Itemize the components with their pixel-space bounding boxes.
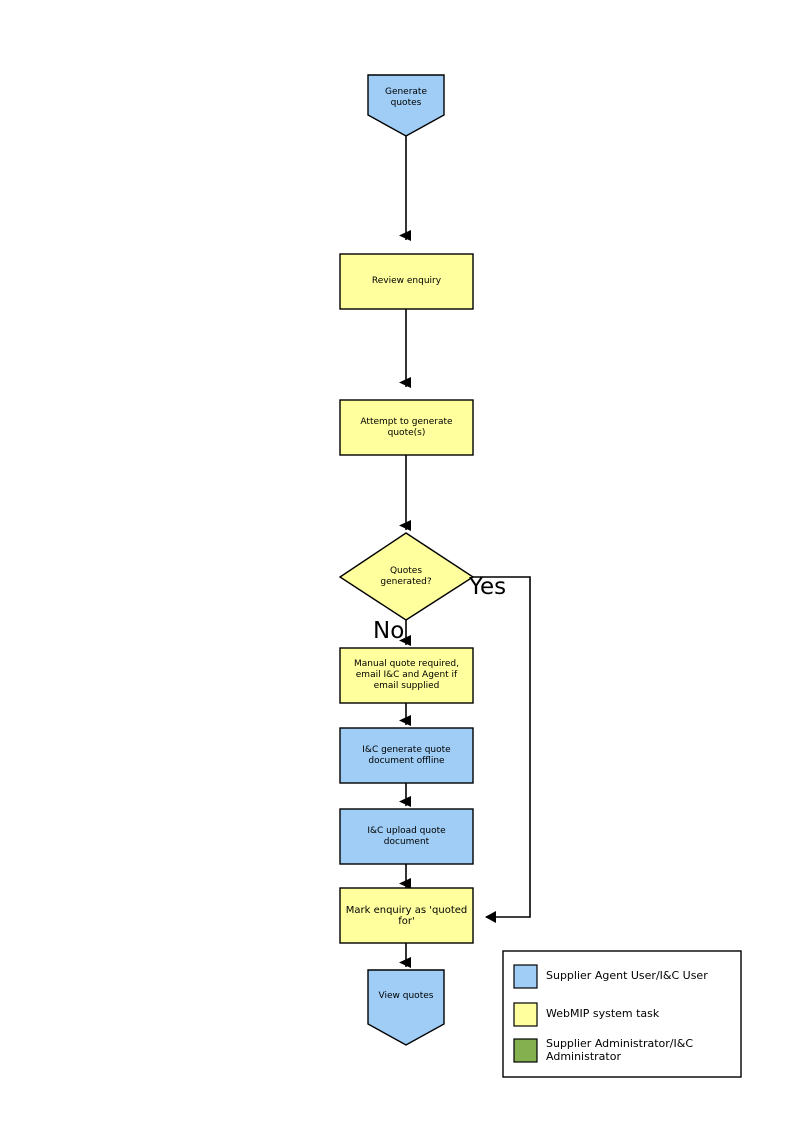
node-ic-generate-quote-offline[interactable] <box>339 727 474 784</box>
node-ic-upload-quote-document[interactable] <box>339 808 474 865</box>
legend-label-admin: Supplier Administrator/I&C Administrator <box>546 1037 694 1063</box>
node-manual-quote-required[interactable] <box>339 647 474 704</box>
legend-swatch-system <box>513 1002 538 1027</box>
legend-box <box>502 950 742 1078</box>
node-view-quotes[interactable] <box>367 969 445 1046</box>
legend-swatch-user <box>513 964 538 989</box>
node-attempt-generate-quotes[interactable] <box>339 399 474 456</box>
node-generate-quotes[interactable] <box>367 74 445 137</box>
node-mark-enquiry-quoted-for[interactable] <box>339 887 474 944</box>
edge-decision-yes-to-mark <box>473 576 531 923</box>
node-quotes-generated-decision[interactable] <box>338 532 475 621</box>
node-review-enquiry[interactable] <box>339 253 474 310</box>
edge-label-no: No <box>373 618 405 644</box>
legend-label-user: Supplier Agent User/I&C User <box>546 969 708 982</box>
legend-label-system: WebMIP system task <box>546 1007 660 1020</box>
legend-swatch-admin <box>513 1038 538 1063</box>
edge-label-yes: Yes <box>469 574 507 600</box>
